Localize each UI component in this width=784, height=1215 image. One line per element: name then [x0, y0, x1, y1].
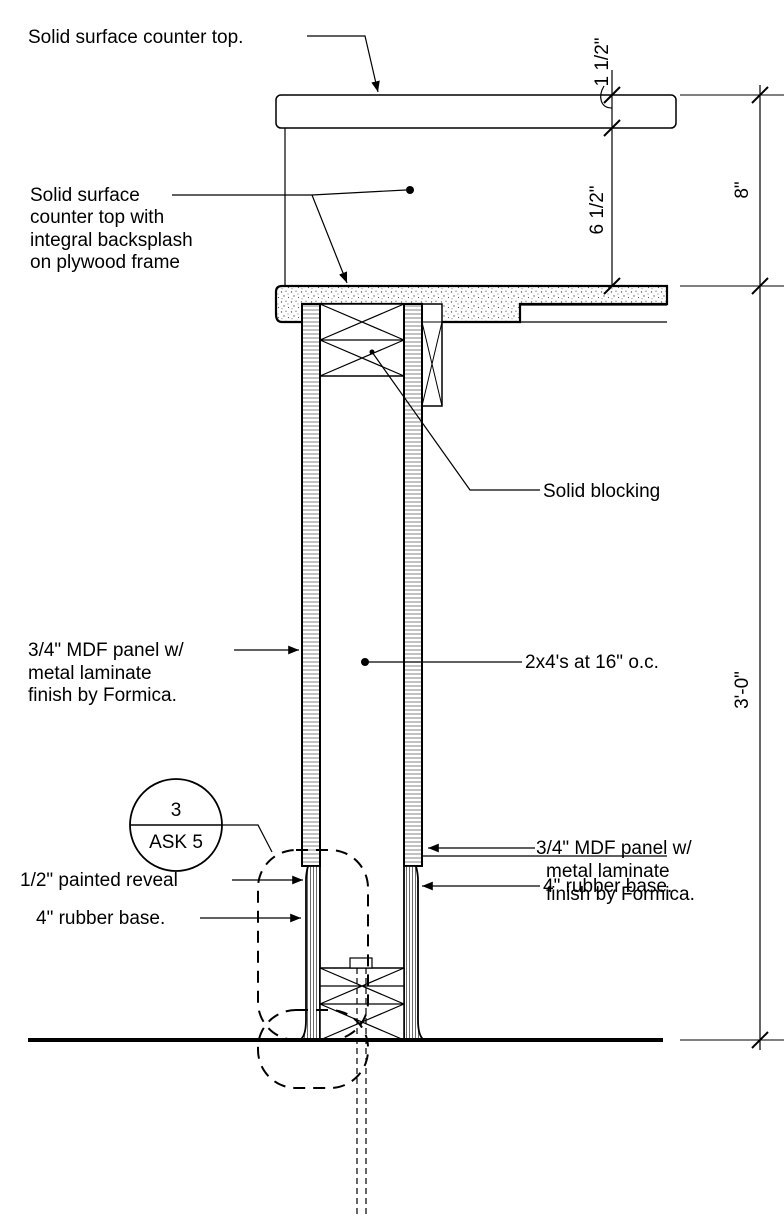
label-reveal: 1/2" painted reveal — [20, 870, 178, 891]
detail-callout[interactable]: 3 ASK 5 — [129, 778, 223, 872]
label-backsplash-3: integral backsplash — [30, 230, 193, 251]
right-mdf-panel — [403, 303, 423, 867]
dim-top-thickness: 1 1/2" — [592, 37, 613, 86]
label-left-panel-1: 3/4" MDF panel w/ — [28, 640, 184, 661]
label-base-left: 4" rubber base. — [36, 908, 165, 929]
label-base-right: 4" rubber base. — [543, 876, 672, 897]
label-left-panel-3: finish by Formica. — [28, 685, 177, 706]
dim-overall-height: 3'-0" — [732, 671, 753, 709]
label-countertop: Solid surface counter top. — [28, 27, 243, 48]
label-right-panel-1: 3/4" MDF panel w/ — [536, 838, 692, 859]
dim-overall-upper: 8" — [732, 181, 753, 198]
label-left-panel-2: metal laminate — [28, 663, 152, 684]
label-backsplash-1: Solid surface — [30, 185, 140, 206]
label-right-panel-2: metal laminate — [546, 861, 670, 882]
countertop-cap — [275, 94, 677, 129]
label-studs: 2x4's at 16" o.c. — [525, 652, 659, 673]
right-rubber-base — [403, 865, 427, 1041]
label-solid-blocking: Solid blocking — [543, 481, 660, 502]
label-right-panel-3: finish by Formica. — [546, 884, 695, 905]
label-backsplash-4: on plywood frame — [30, 252, 180, 273]
detail-enclosure — [257, 849, 369, 1041]
detail-sheet: ASK 5 — [149, 832, 203, 853]
solid-blocking — [319, 303, 405, 377]
left-rubber-base — [297, 865, 321, 1041]
label-backsplash-2: counter top with — [30, 207, 164, 228]
dim-backsplash-height: 6 1/2" — [587, 185, 608, 234]
side-blocking — [421, 303, 443, 407]
dimension-lines — [600, 70, 784, 1050]
leader-lines — [172, 35, 540, 923]
detail-number: 3 — [171, 800, 182, 821]
bottom-plate — [319, 957, 405, 1215]
left-mdf-panel — [301, 303, 321, 867]
